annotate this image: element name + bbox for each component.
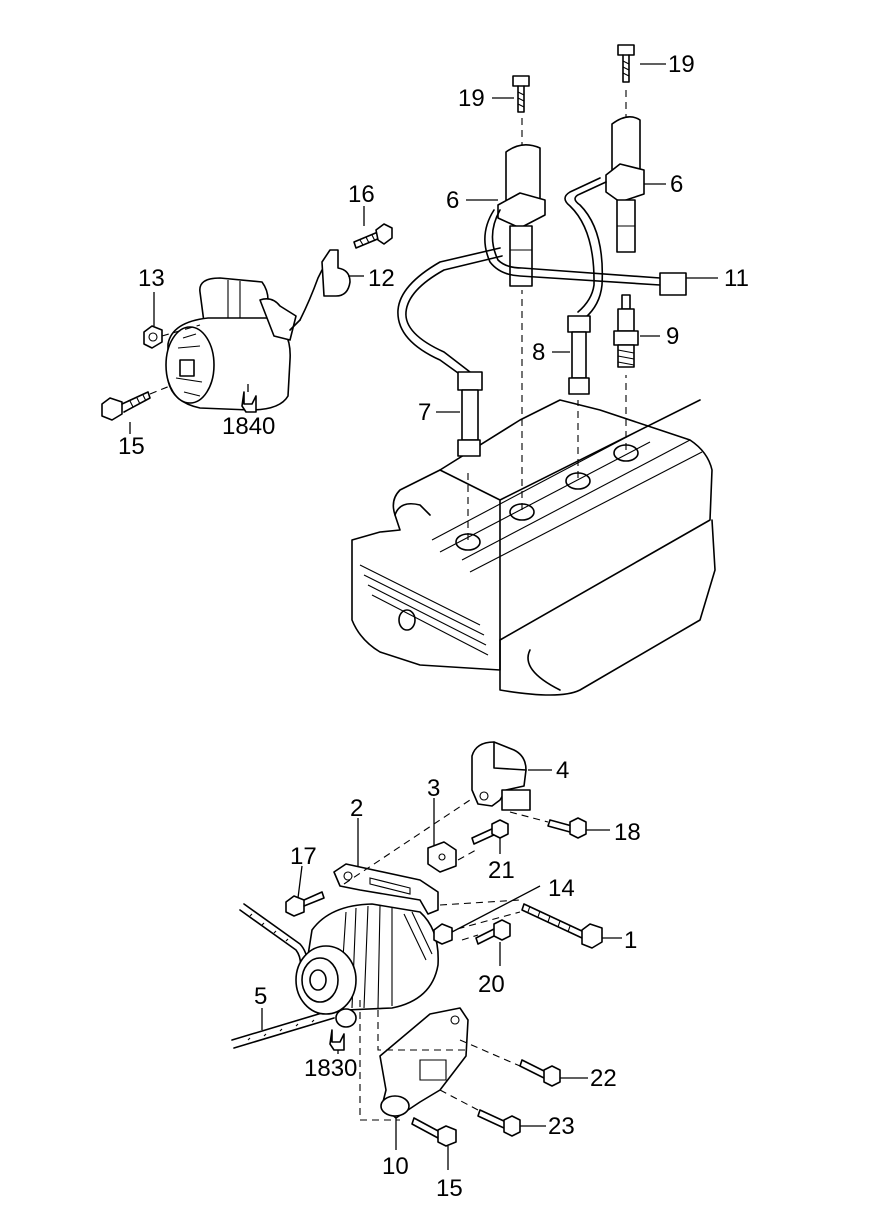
plug-wire-8 — [567, 315, 591, 395]
cylinder-head-cover — [351, 399, 716, 696]
bushing-3 — [427, 841, 457, 873]
callout-17: 17 — [290, 843, 317, 870]
bolt-1 — [521, 903, 603, 949]
bolt-23 — [477, 1109, 521, 1137]
alternator-assembly — [231, 741, 603, 1147]
bolt-22 — [519, 1059, 561, 1087]
bolt-17 — [285, 891, 325, 917]
nut-14 — [433, 923, 453, 945]
callout-18: 18 — [614, 819, 641, 846]
bolt-16 — [353, 223, 393, 249]
callout-4: 4 — [556, 757, 569, 784]
spark-plug-9 — [613, 294, 639, 368]
callout-19-right: 19 — [668, 51, 695, 78]
callout-15-alternator: 15 — [436, 1175, 463, 1202]
callout-5: 5 — [254, 983, 267, 1010]
callout-6-right: 6 — [670, 171, 683, 198]
connector-11 — [659, 272, 687, 296]
callout-1: 1 — [624, 927, 637, 954]
callout-9: 9 — [666, 323, 679, 350]
callout-15-starter: 15 — [118, 433, 145, 460]
bracket-2 — [333, 863, 439, 915]
nut-13 — [143, 325, 163, 349]
callout-2: 2 — [350, 795, 363, 822]
bolt-20 — [475, 919, 511, 945]
bracket-10 — [379, 1007, 469, 1119]
callout-3: 3 — [427, 775, 440, 802]
ignition-coil-right — [605, 163, 645, 253]
callout-8: 8 — [532, 339, 545, 366]
callout-21: 21 — [488, 857, 515, 884]
callout-6-left: 6 — [446, 187, 459, 214]
hand-pointer-icon — [329, 1029, 345, 1051]
callout-7: 7 — [418, 399, 431, 426]
bolt-15-starter — [101, 391, 151, 421]
starter-motor — [101, 223, 393, 421]
callout-11: 11 — [724, 265, 749, 292]
callout-22: 22 — [590, 1065, 617, 1092]
bolt-21 — [471, 819, 509, 845]
bolt-18 — [547, 817, 587, 839]
callout-14: 14 — [548, 875, 575, 902]
callout-20: 20 — [478, 971, 505, 998]
callout-12: 12 — [368, 265, 395, 292]
ignition-coil-left — [497, 192, 546, 287]
bolt-15-alternator — [411, 1117, 457, 1147]
callout-10: 10 — [382, 1153, 409, 1180]
callout-23: 23 — [548, 1113, 575, 1140]
callout-13: 13 — [138, 265, 165, 292]
bolt-19-right — [617, 44, 635, 83]
leader-lines — [129, 63, 718, 1170]
bracket-4 — [471, 741, 531, 811]
reference-1840: 1840 — [222, 413, 275, 440]
bolt-19-left — [512, 75, 530, 113]
callout-19-left: 19 — [458, 85, 485, 112]
clip-12 — [299, 249, 351, 321]
ignition-system — [299, 44, 687, 540]
plug-wire-7 — [457, 371, 483, 457]
reference-1830: 1830 — [304, 1055, 357, 1082]
hand-pointer-icon — [241, 391, 257, 413]
callout-16: 16 — [348, 181, 375, 208]
